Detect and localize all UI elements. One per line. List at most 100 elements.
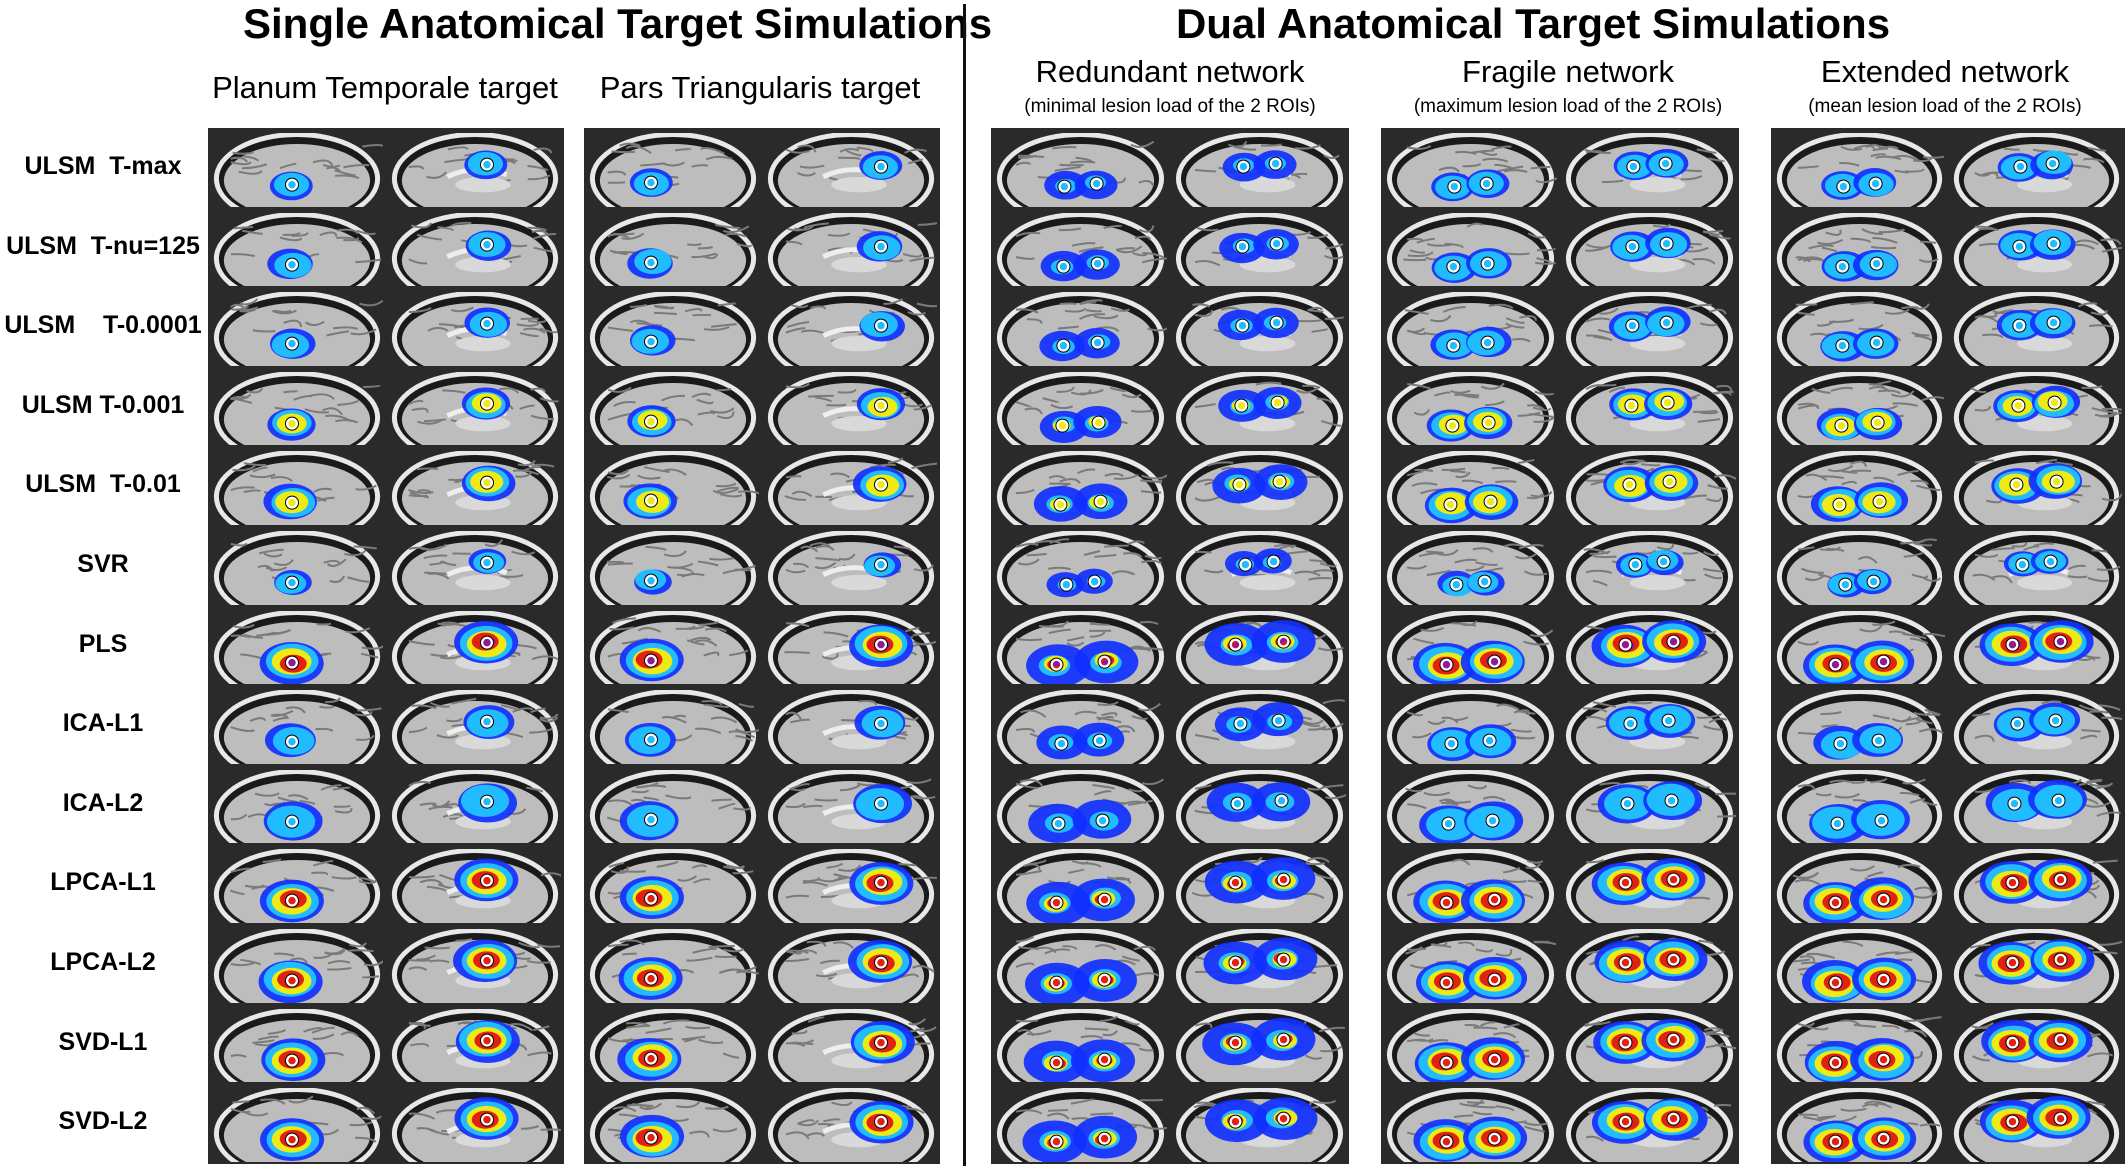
brain-map-medial <box>1951 133 2122 207</box>
brain-map-medial <box>1951 1088 2122 1162</box>
row-label: ICA-L2 <box>62 788 144 817</box>
brain-map-medial <box>765 690 937 764</box>
row-label: LPCA-L1 <box>50 868 156 897</box>
column-title-fragile-network: Fragile network <box>1462 54 1674 89</box>
brain-map-medial <box>765 212 937 287</box>
brain-map-medial <box>1563 451 1736 525</box>
brain-map-lateral <box>587 451 759 525</box>
brain-map-lateral <box>1774 451 1945 525</box>
brain-map-lateral <box>1774 610 1945 685</box>
brain-map-medial <box>389 292 561 366</box>
brain-map-lateral <box>994 769 1167 844</box>
row-label: SVR <box>77 550 129 578</box>
column-title-redundant-network: Redundant network <box>1035 54 1305 89</box>
brain-map-lateral <box>1384 1008 1557 1083</box>
brain-map-lateral <box>211 690 383 764</box>
brain-map-medial <box>1951 371 2122 446</box>
brain-map-lateral <box>1774 929 1945 1003</box>
brain-map-medial <box>1173 371 1346 446</box>
brain-map-medial <box>389 929 561 1003</box>
brain-map-medial <box>389 690 561 764</box>
single-target-title: Single Anatomical Target Simulations <box>243 0 993 47</box>
brain-map-medial <box>1951 451 2122 525</box>
brain-map-lateral <box>1384 212 1557 287</box>
brain-map-medial <box>1951 929 2122 1003</box>
brain-map-medial <box>765 849 937 923</box>
brain-map-lateral <box>211 451 383 525</box>
brain-map-medial <box>765 929 937 1003</box>
brain-map-lateral <box>1774 1008 1945 1083</box>
brain-map-lateral <box>1384 292 1557 366</box>
row-label: ULSM T-0.01 <box>25 470 181 499</box>
brain-map-lateral <box>1384 690 1557 764</box>
brain-map-lateral <box>994 531 1167 605</box>
brain-map-lateral <box>1774 212 1945 287</box>
brain-map-medial <box>1173 1088 1346 1162</box>
brain-map-lateral <box>1384 929 1557 1003</box>
brain-map-medial <box>1951 769 2122 844</box>
brain-map-medial <box>1951 292 2122 366</box>
brain-map-lateral <box>587 690 759 764</box>
brain-map-medial <box>1173 133 1346 207</box>
brain-map-lateral <box>1384 610 1557 685</box>
brain-map-medial <box>1173 451 1346 525</box>
brain-map-medial <box>1173 849 1346 923</box>
brain-map-lateral <box>587 531 759 605</box>
brain-map-medial <box>1173 292 1346 366</box>
brain-map-lateral <box>211 1088 383 1162</box>
brain-map-lateral <box>587 133 759 207</box>
row-label: PLS <box>78 629 128 658</box>
section-divider <box>963 4 966 1166</box>
brain-map-medial <box>1563 610 1736 685</box>
row-label: ULSM T-0.001 <box>21 390 185 419</box>
brain-map-medial <box>1563 769 1736 844</box>
brain-map-lateral <box>1774 133 1945 207</box>
brain-map-lateral <box>1384 1088 1557 1162</box>
brain-map-medial <box>1173 1008 1346 1083</box>
brain-map-lateral <box>1774 769 1945 844</box>
brain-map-lateral <box>587 769 759 844</box>
column-subtitle-extended-network: (mean lesion load of the 2 ROIs) <box>1808 96 2082 117</box>
brain-map-medial <box>1951 212 2122 287</box>
brain-map-medial <box>1563 929 1736 1003</box>
brain-map-lateral <box>994 133 1167 207</box>
brain-map-lateral <box>1384 849 1557 923</box>
brain-map-medial <box>1563 849 1736 923</box>
brain-map-lateral <box>1774 1088 1945 1162</box>
brain-map-lateral <box>1774 371 1945 446</box>
column-title-pars-triangularis: Pars Triangularis target <box>599 70 921 105</box>
brain-map-lateral <box>1774 292 1945 366</box>
brain-map-lateral <box>587 371 759 446</box>
row-label: ICA-L1 <box>62 709 144 738</box>
brain-map-lateral <box>1384 371 1557 446</box>
brain-map-lateral <box>994 1008 1167 1083</box>
row-label: ULSM T-max <box>24 152 182 180</box>
brain-map-lateral <box>1384 451 1557 525</box>
brain-map-lateral <box>587 212 759 287</box>
brain-map-medial <box>765 1008 937 1083</box>
brain-map-lateral <box>587 610 759 685</box>
brain-map-medial <box>1563 292 1736 366</box>
brain-map-lateral <box>211 610 383 685</box>
brain-map-lateral <box>994 610 1167 685</box>
row-label: ULSM T-nu=125 <box>6 231 200 260</box>
brain-map-medial <box>389 1008 561 1083</box>
brain-map-medial <box>1563 133 1736 207</box>
brain-map-lateral <box>994 849 1167 923</box>
brain-map-medial <box>1173 531 1346 605</box>
brain-map-lateral <box>211 929 383 1003</box>
brain-map-lateral <box>211 292 383 366</box>
brain-map-medial <box>1173 769 1346 844</box>
column-title-extended-network: Extended network <box>1820 54 2070 89</box>
brain-map-medial <box>1951 610 2122 685</box>
brain-map-medial <box>1563 1088 1736 1162</box>
brain-map-lateral <box>1384 769 1557 844</box>
brain-map-medial <box>389 531 561 605</box>
brain-map-medial <box>765 531 937 605</box>
brain-map-medial <box>389 451 561 525</box>
brain-map-lateral <box>211 531 383 605</box>
brain-map-lateral <box>994 690 1167 764</box>
brain-map-lateral <box>1774 690 1945 764</box>
brain-map-lateral <box>587 929 759 1003</box>
brain-map-lateral <box>211 1008 383 1083</box>
